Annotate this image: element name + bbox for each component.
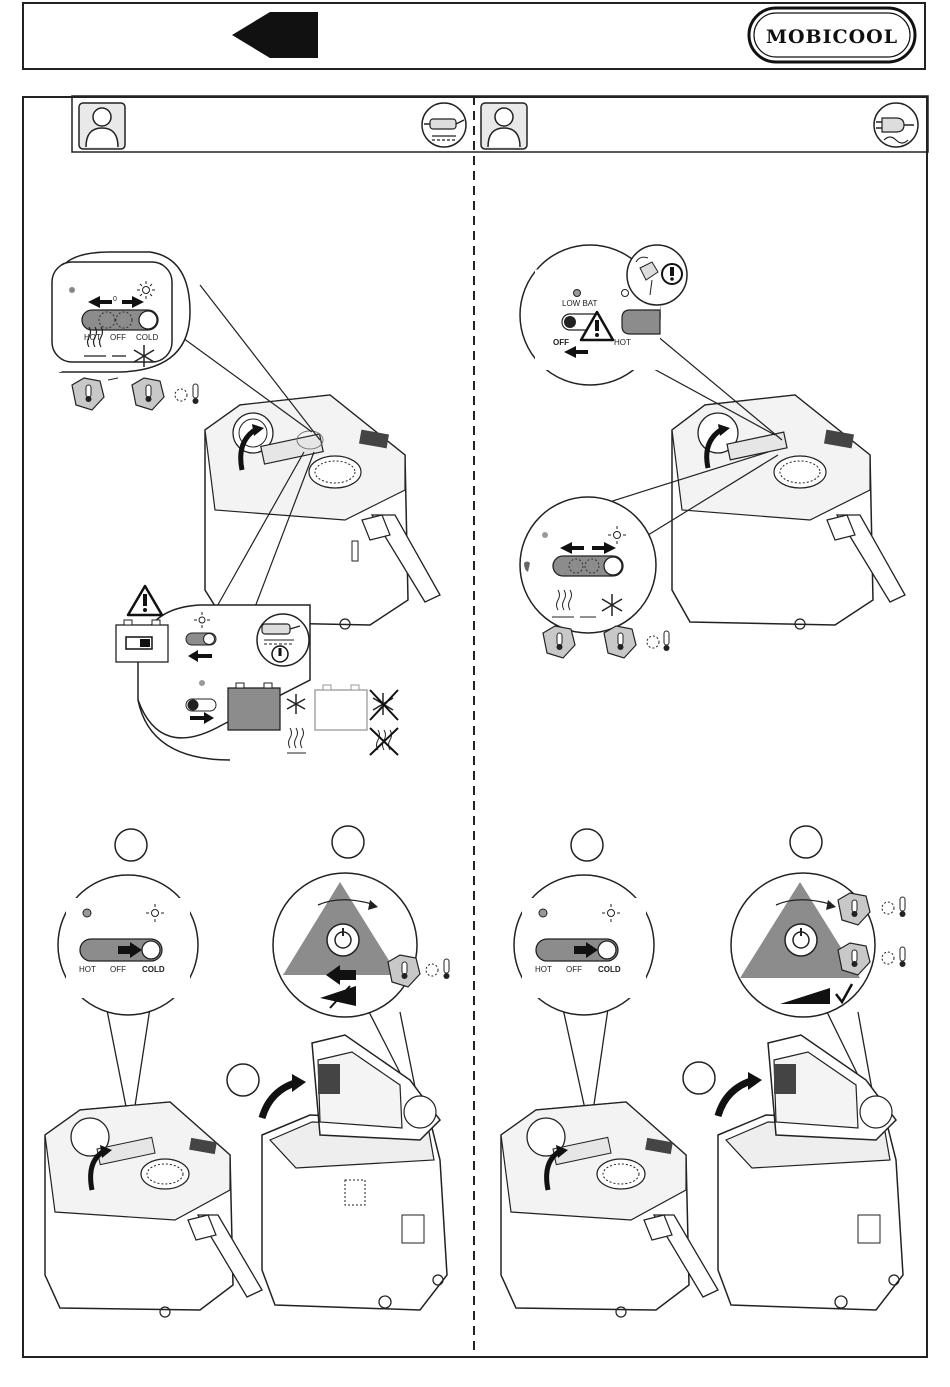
car-plug-warning-icon (257, 614, 309, 666)
cooling-temperature-icon (882, 897, 906, 917)
thermometer-icon (72, 378, 104, 410)
user-icon (481, 103, 527, 149)
step-number-circle (115, 829, 147, 861)
cool-box-illustration (672, 395, 905, 629)
cooling-temperature-icon (175, 384, 199, 404)
step-number-circle (332, 826, 364, 858)
switch-zoom-circle (520, 497, 656, 633)
open-cool-box-illustration (718, 1035, 903, 1310)
step-number-circle (790, 826, 822, 858)
thermometer-icon (604, 626, 636, 658)
battery-icon (228, 683, 280, 730)
off-label: OFF (553, 338, 569, 347)
switch-label-off: OFF (110, 965, 126, 974)
cooling-temperature-icon (426, 959, 450, 979)
hot-label: HOT (614, 338, 631, 347)
battery-icon (315, 685, 367, 730)
cool-box-illustration (45, 1102, 262, 1317)
thermometer-icon (132, 378, 164, 410)
heat-crossed-icon (370, 728, 398, 755)
switch-label-off: OFF (110, 333, 126, 342)
cooling-temperature-icon (882, 947, 906, 967)
thermometer-icon (388, 955, 420, 987)
back-arrow-icon[interactable] (232, 12, 318, 58)
low-bat-label: LOW BAT (562, 299, 597, 308)
snowflake-icon (287, 694, 305, 714)
snowflake-crossed-icon (370, 690, 398, 720)
switch-label-hot: HOT (535, 965, 552, 974)
thermometer-icon (543, 626, 575, 658)
heat-icon (287, 728, 306, 753)
battery-icon (116, 620, 168, 662)
step-number-circle (227, 1064, 259, 1096)
switch-label-off: OFF (566, 965, 582, 974)
user-icon (79, 103, 125, 149)
warning-icon (128, 586, 162, 615)
switch-label-cold: COLD (142, 965, 165, 974)
switch-label-cold: COLD (136, 333, 158, 342)
step-number-circle (571, 829, 603, 861)
switch-label-hot: HOT (79, 965, 96, 974)
open-cool-box-illustration (262, 1035, 447, 1310)
brand-logo-text: MOBICOOL (748, 12, 916, 62)
car-plug-icon (422, 103, 466, 147)
zero-mark: 0 (113, 296, 117, 303)
cooling-temperature-icon (647, 631, 670, 651)
cool-box-illustration (205, 395, 440, 629)
step-number-circle (683, 1062, 715, 1094)
switch-label-hot: HOT (84, 333, 101, 342)
switch-label-cold: COLD (598, 965, 621, 974)
cold-switch-zoom-circle (58, 875, 198, 1132)
switch-zoom-circle (52, 252, 190, 372)
mains-plug-icon (874, 103, 918, 147)
cool-box-illustration (501, 1102, 718, 1317)
mains-plug-warning-icon (627, 245, 687, 305)
cold-switch-zoom-circle (514, 875, 654, 1132)
